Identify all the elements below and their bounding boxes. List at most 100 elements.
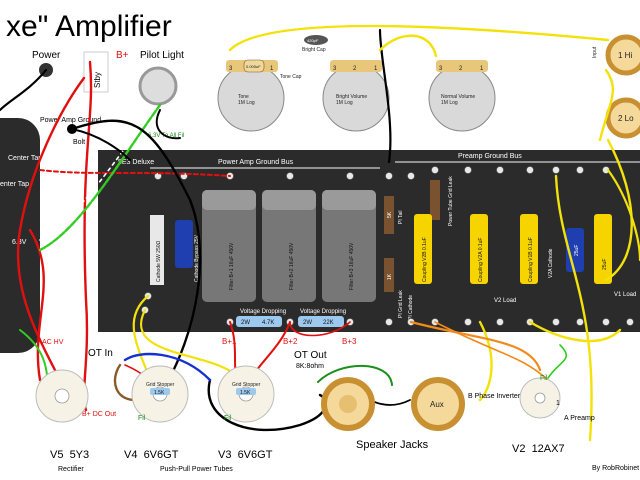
- label-pi-cathode: PI Cathode: [408, 295, 414, 320]
- label-coupling-3: Coupling V1B 0.1uF: [528, 237, 534, 282]
- label-r-22k: 22K: [323, 320, 334, 326]
- resistor-pi-cathode: [384, 258, 394, 292]
- bright-pin-1: 1: [374, 66, 378, 72]
- resistor-power-tube-grid-leak: [430, 180, 440, 220]
- filter-cap-group: Filter B+1 16uF 450V Filter B+2 16uF 450…: [202, 190, 376, 302]
- label-aux: Aux: [430, 400, 444, 409]
- label-r-1k: 1K: [387, 273, 393, 280]
- normal-pin-1: 1: [480, 66, 484, 72]
- dropping-resistor-22k: [298, 316, 344, 327]
- label-r-2w: 2W: [241, 320, 250, 326]
- label-tube-v3: V3 6V6GT: [218, 449, 273, 461]
- tone-pin-1: 1: [270, 66, 274, 72]
- label-cap-right: 25uF: [602, 259, 608, 270]
- coupling-cap-4: [594, 214, 612, 284]
- label-ot-out-sub: 8K:8ohm: [296, 363, 324, 370]
- label-tone-cap-value: 0.005uF: [246, 64, 261, 69]
- label-fil-v2: Fil: [540, 375, 548, 382]
- label-r-4k7: 4.7K: [262, 320, 274, 326]
- wiring: [0, 24, 640, 442]
- label-fil-v3: Fil: [224, 415, 232, 422]
- tube-socket-v5: [35, 369, 89, 423]
- input-jack-hi: [605, 34, 640, 76]
- label-v1-load: V1 Load: [614, 292, 636, 298]
- label-coupling-2: Coupling V2A 0.1uF: [478, 238, 484, 282]
- coupling-cap-1: [414, 214, 432, 284]
- label-power: Power: [32, 50, 61, 61]
- bright-cap: [304, 35, 328, 45]
- filter-cap-b1: [202, 190, 256, 302]
- label-bplus-top: B+: [116, 50, 129, 61]
- label-ac-hv: AC HV: [42, 339, 64, 346]
- label-bypass-cap: Cathode Bypass 25V: [194, 234, 200, 282]
- label-bplus-dc-out: B+ DC Out: [82, 411, 116, 418]
- label-a-preamp: A Preamp: [564, 415, 595, 422]
- label-r-5k: 5K: [387, 211, 393, 218]
- label-enter-tap: enter Tap: [0, 181, 29, 188]
- diagram-title: xe" Amplifier: [6, 10, 172, 43]
- label-voltage-dropping-1: Voltage Dropping: [240, 309, 286, 315]
- bright-pin-2: 2: [353, 66, 357, 72]
- label-grid-stopper-value-v4: 1.5K: [154, 390, 165, 396]
- label-v2-pin1: 1: [556, 400, 560, 407]
- label-cap-25uf: 25uF: [574, 245, 580, 256]
- tone-pin-3: 3: [229, 66, 233, 72]
- dropping-resistor-4k7: [236, 316, 282, 327]
- label-power-amp-ground-bus: Power Amp Ground Bus: [218, 159, 294, 166]
- label-tube-v4: V4 6V6GT: [124, 449, 179, 461]
- label-bright-cap-value: 420pF: [307, 38, 319, 43]
- label-tone-cap: Tone Cap: [280, 74, 302, 80]
- label-voltage-dropping-2: Voltage Dropping: [300, 309, 346, 315]
- label-input: Input: [592, 46, 598, 58]
- standby-switch: [83, 51, 109, 93]
- label-bplus3: B+3: [342, 337, 357, 346]
- tube-socket-v4: Grid Stopper 1.5K Fil: [131, 365, 189, 423]
- label-pi-grid-leak: PI Grid Leak: [398, 290, 404, 318]
- coupling-cap-2: [470, 214, 488, 284]
- label-tube-v5-role: Rectifier: [58, 466, 84, 473]
- speaker-jack-aux: Aux: [411, 377, 465, 431]
- label-r-2w-b: 2W: [303, 320, 312, 326]
- label-filter-b2: Filter B+2 16uF 450V: [289, 242, 295, 290]
- label-bright-cap: Bright Cap: [302, 47, 326, 53]
- label-jack-lo: 2 Lo: [618, 114, 634, 123]
- label-bplus1: B+1: [222, 337, 237, 346]
- label-center-tap: Center Tap: [8, 155, 42, 162]
- label-grid-stopper-v4: Grid Stopper: [146, 382, 175, 388]
- label-power-amp-ground: Power Amp Ground: [40, 117, 101, 124]
- label-push-pull: Push-Pull Power Tubes: [160, 466, 233, 473]
- label-tube-v2: V2 12AX7: [512, 443, 565, 455]
- tube-socket-v3: Grid Stopper 1.5K Fil: [217, 365, 275, 423]
- label-b-phase-inverter: B Phase Inverter: [468, 393, 521, 400]
- label-bplus2: B+2: [283, 337, 298, 346]
- label-cathode-resistor: Cathode 5W 250Ω: [156, 240, 162, 282]
- label-filter-b1: Filter B+1 16uF 450V: [229, 242, 235, 290]
- speaker-jack-main: [321, 377, 375, 431]
- filter-cap-b3: [322, 190, 376, 302]
- coupling-cap-3: [520, 214, 538, 284]
- bright-pin-3: 3: [333, 66, 337, 72]
- label-ot-in: OT In: [88, 348, 113, 359]
- label-grid-stopper-v3: Grid Stopper: [232, 382, 261, 388]
- label-fil-v4: Fil: [138, 415, 146, 422]
- filter-cap-b2: [262, 190, 316, 302]
- label-power-tube-grid-leak: Power Tube Grid Leak: [448, 176, 454, 226]
- label-speaker-jacks: Speaker Jacks: [356, 439, 429, 451]
- label-v2-load: V2 Load: [494, 298, 516, 304]
- label-grid-stopper-value-v3: 1.5K: [240, 390, 251, 396]
- normal-pin-2: 2: [459, 66, 463, 72]
- cathode-bypass-cap: [175, 220, 193, 268]
- label-filter-b3: Filter B+3 16uF 450V: [349, 242, 355, 290]
- pilot-light: [138, 66, 178, 106]
- label-pilot-light: Pilot Light: [140, 50, 184, 61]
- normal-pin-3: 3: [439, 66, 443, 72]
- label-jack-hi: 1 Hi: [618, 51, 632, 60]
- resistor-pi-tail: [384, 196, 394, 234]
- label-tube-v5: V5 5Y3: [50, 449, 89, 461]
